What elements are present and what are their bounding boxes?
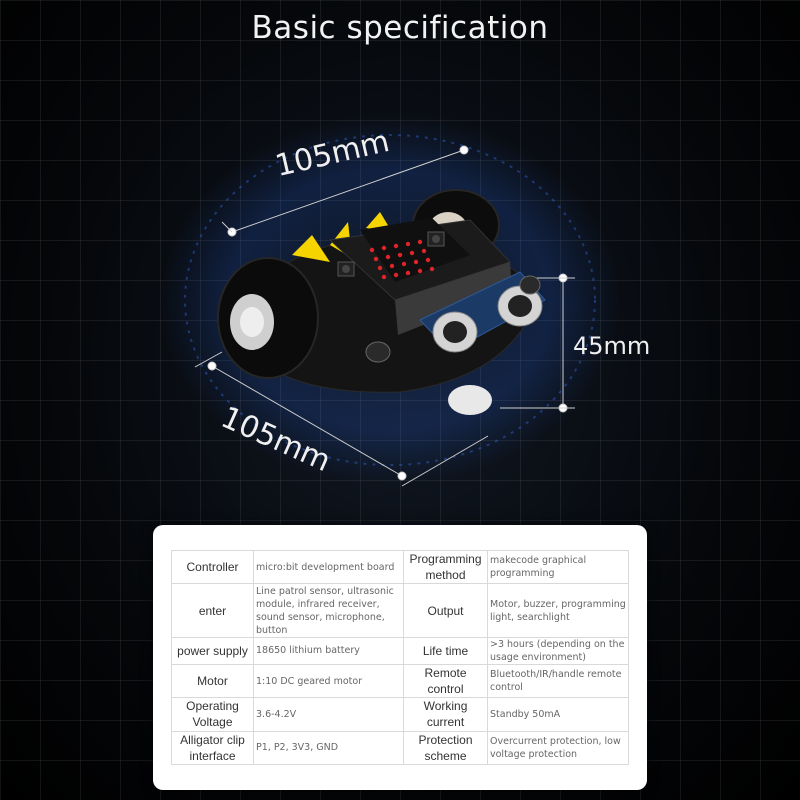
table-row: Operating Voltage 3.6-4.2V Working curre… (171, 697, 629, 732)
table-row: Alligator clip interface P1, P2, 3V3, GN… (171, 730, 629, 766)
table-row: power supply 18650 lithium battery Life … (171, 636, 629, 666)
spec-card: Controller micro:bit development board P… (153, 525, 647, 790)
spec-label: Controller (171, 549, 254, 585)
table-row: Motor 1:10 DC geared motor Remote contro… (171, 664, 629, 699)
spec-label: Life time (403, 636, 488, 666)
spec-value: 3.6-4.2V (253, 697, 404, 732)
spec-label: Remote control (403, 664, 488, 699)
spec-table: Controller micro:bit development board P… (171, 549, 629, 766)
spec-label: Operating Voltage (171, 697, 254, 732)
spec-value: micro:bit development board (253, 549, 404, 585)
spec-value: Bluetooth/IR/handle remote control (487, 664, 629, 699)
dimension-line-bottom (194, 351, 489, 487)
spec-label: Motor (171, 664, 254, 699)
spec-label: Output (403, 583, 488, 638)
spec-value: P1, P2, 3V3, GND (253, 730, 404, 766)
spec-value: Line patrol sensor, ultrasonic module, i… (253, 583, 404, 638)
spec-label: Programming method (403, 549, 488, 585)
spec-value: 1:10 DC geared motor (253, 664, 404, 699)
spec-label: Working current (403, 697, 488, 732)
page-title: Basic specification (251, 10, 549, 46)
spec-label: enter (171, 583, 254, 638)
spec-label: Alligator clip interface (171, 730, 254, 766)
spec-value: Motor, buzzer, programming light, search… (487, 583, 629, 638)
spec-value: Overcurrent protection, low voltage prot… (487, 730, 629, 766)
dimension-line-height (500, 273, 575, 413)
spec-label: power supply (171, 636, 254, 666)
spec-value: 18650 lithium battery (253, 636, 404, 666)
table-row: enter Line patrol sensor, ultrasonic mod… (171, 583, 629, 638)
dimension-height-label: 45mm (573, 332, 651, 360)
robot-chassis (217, 189, 546, 415)
spec-value: makecode graphical programming (487, 549, 629, 585)
spec-label: Protection scheme (403, 730, 488, 766)
dimension-line-top (221, 145, 469, 237)
spec-value: Standby 50mA (487, 697, 629, 732)
spec-value: >3 hours (depending on the usage environ… (487, 636, 629, 666)
table-row: Controller micro:bit development board P… (171, 549, 629, 585)
